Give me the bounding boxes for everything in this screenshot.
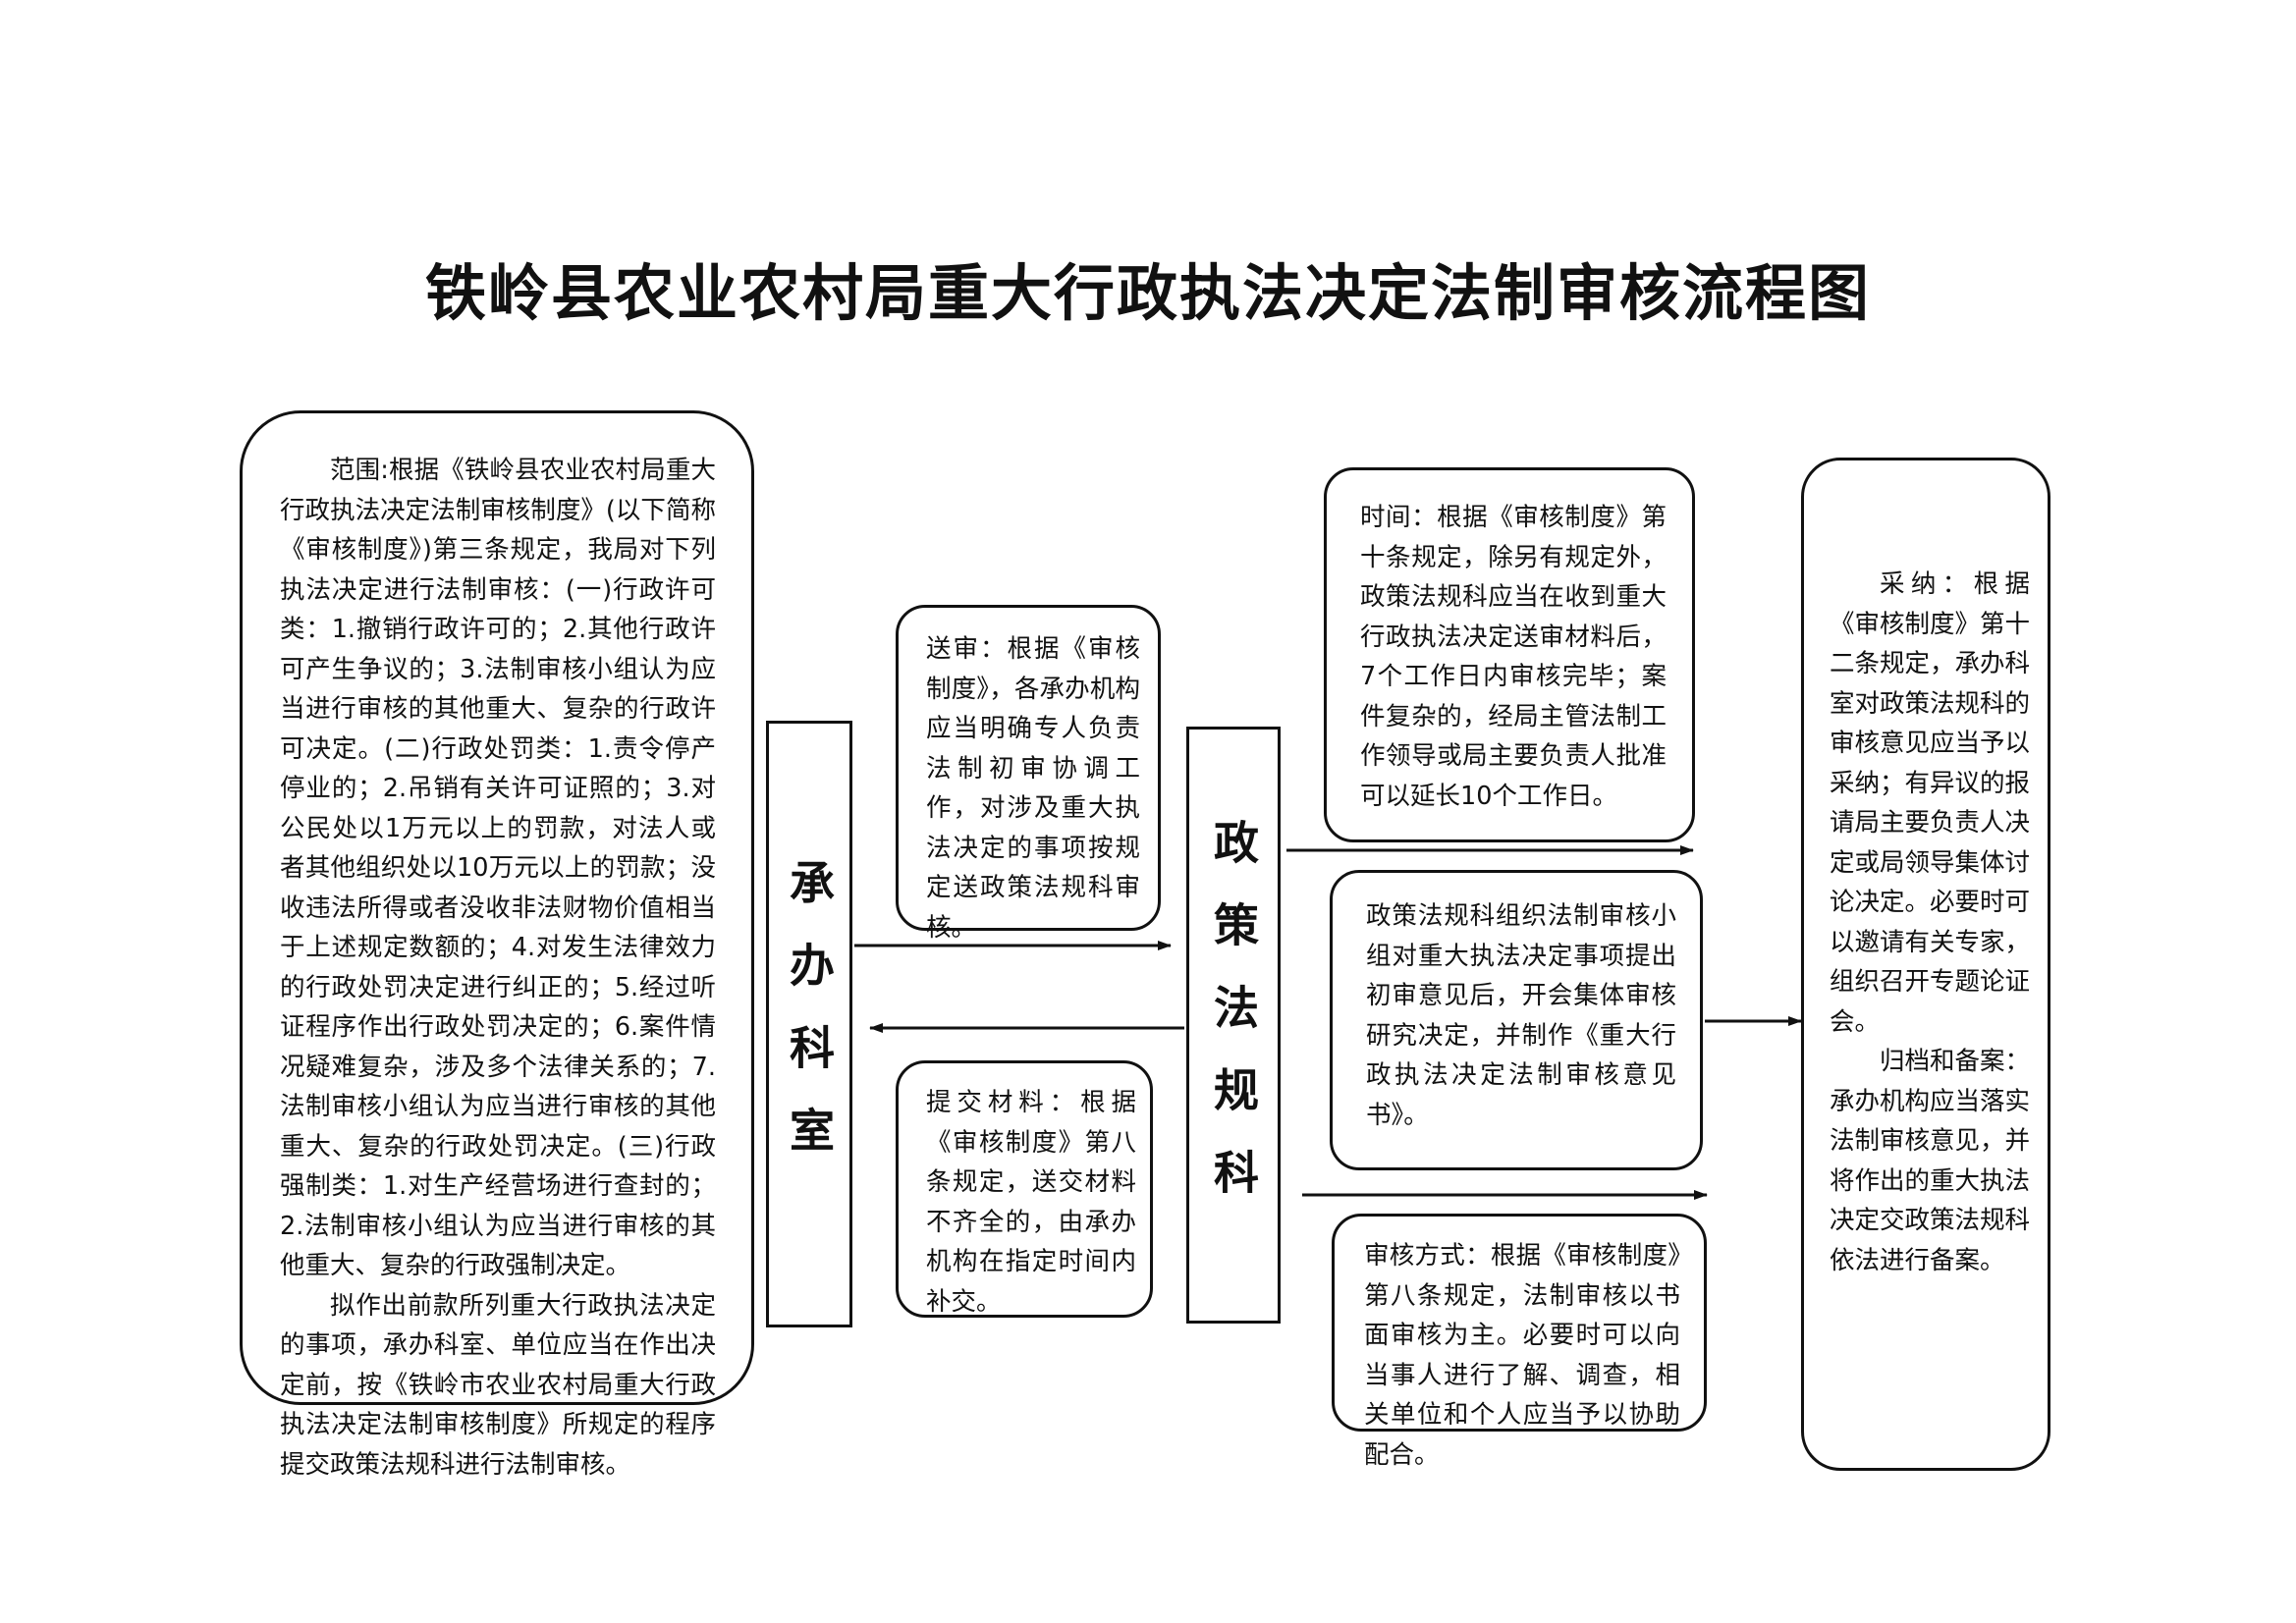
materials-text: 提交材料：根据《审核制度》第八条规定，送交材料不齐全的，由承办机构在指定时间内补… <box>926 1088 1136 1317</box>
scope-node: 范围:根据《铁岭县农业农村局重大行政执法决定法制审核制度》(以下简称《审核制度》… <box>240 410 754 1480</box>
adopt-node: 采纳：根据《审核制度》第十二条规定，承办科室对政策法规科的审核意见应当予以采纳；… <box>1801 458 2050 1471</box>
office-node: 承办科室 <box>766 721 852 1327</box>
materials-node: 提交材料：根据《审核制度》第八条规定，送交材料不齐全的，由承办机构在指定时间内补… <box>896 1060 1153 1318</box>
office-label: 承办科室 <box>783 859 836 1189</box>
time-text: 时间：根据《审核制度》第十条规定，除另有规定外，政策法规科应当在收到重大行政执法… <box>1360 503 1667 811</box>
submit-node: 送审：根据《审核制度》，各承办机构应当明确专人负责法制初审协调工作，对涉及重大执… <box>896 605 1161 943</box>
policy-label: 政策法规科 <box>1207 819 1260 1231</box>
method-text: 审核方式：根据《审核制度》第八条规定，法制审核以书面审核为主。必要时可以向当事人… <box>1364 1241 1680 1470</box>
diagram-title: 铁岭县农业农村局重大行政执法决定法制审核流程图 <box>424 257 1871 329</box>
review-group-node: 政策法规科组织法制审核小组对重大执法决定事项提出初审意见后，开会集体审核研究决定… <box>1330 870 1703 1170</box>
review-group-text: 政策法规科组织法制审核小组对重大执法决定事项提出初审意见后，开会集体审核研究决定… <box>1366 901 1676 1130</box>
archive-text: 归档和备案：承办机构应当落实法制审核意见，并将作出的重大执法决定交政策法规科依法… <box>1830 1047 2031 1275</box>
time-node: 时间：根据《审核制度》第十条规定，除另有规定外，政策法规科应当在收到重大行政执法… <box>1324 467 1695 842</box>
adopt-text: 采纳：根据《审核制度》第十二条规定，承办科室对政策法规科的审核意见应当予以采纳；… <box>1830 569 2031 1037</box>
method-node: 审核方式：根据《审核制度》第八条规定，法制审核以书面审核为主。必要时可以向当事人… <box>1332 1214 1707 1470</box>
scope-procedure-text: 拟作出前款所列重大行政执法决定的事项，承办科室、单位应当在作出决定前，按《铁岭市… <box>280 1290 716 1480</box>
policy-node: 政策法规科 <box>1186 727 1281 1324</box>
scope-text: 范围:根据《铁岭县农业农村局重大行政执法决定法制审核制度》(以下简称《审核制度》… <box>280 456 716 1280</box>
submit-text: 送审：根据《审核制度》，各承办机构应当明确专人负责法制初审协调工作，对涉及重大执… <box>926 634 1140 943</box>
